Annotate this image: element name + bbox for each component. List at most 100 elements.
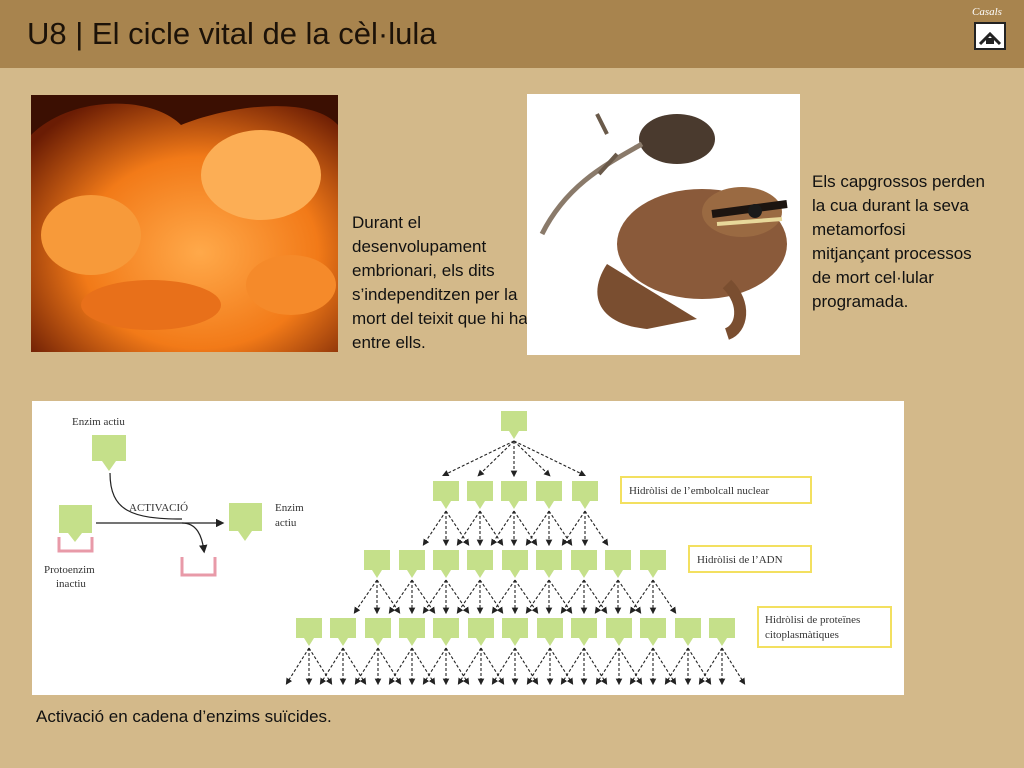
- enzyme-shape: [571, 550, 597, 578]
- label-box-proteins: [757, 606, 892, 648]
- cascade-arrow: [411, 647, 436, 685]
- cascade-arrow: [422, 579, 447, 614]
- cascade-arrow: [594, 579, 619, 614]
- cascade-arrow: [353, 579, 378, 614]
- cascade-arrow: [442, 440, 515, 477]
- cascade-arrow: [422, 647, 447, 685]
- cascade-arrow: [342, 647, 367, 685]
- enzyme-shape: [537, 618, 563, 646]
- enzyme-shape: [502, 550, 528, 578]
- enzyme-shape: [502, 618, 528, 646]
- cascade-pyramid: [285, 411, 746, 686]
- enzyme-shape: [640, 550, 666, 578]
- enzyme-shape: [675, 618, 701, 646]
- embryo-hand-photo: [31, 95, 338, 352]
- active-enzyme-shape: [92, 435, 126, 471]
- cascade-arrow: [308, 647, 333, 685]
- cascade-arrow: [354, 647, 379, 685]
- enzyme-shape: [536, 481, 562, 509]
- enzyme-shape: [501, 481, 527, 509]
- cascade-arrow: [445, 579, 470, 614]
- cascade-arrow: [319, 647, 344, 685]
- cascade-arrow: [595, 647, 620, 685]
- brand-logo-text: Casals: [972, 6, 1002, 18]
- activated-enzyme-shape: [229, 503, 262, 541]
- cascade-arrow: [525, 579, 550, 614]
- enzyme-right-label-line2: actiu: [275, 517, 297, 529]
- active-enzyme-label: Enzim actiu: [72, 416, 125, 428]
- cascade-arrow: [514, 647, 539, 685]
- cascade-arrow: [491, 647, 516, 685]
- cascade-arrow: [549, 647, 574, 685]
- cascade-arrow: [457, 647, 482, 685]
- proenzyme-shape: [59, 505, 92, 542]
- cascade-arrow: [491, 579, 516, 614]
- cascade-arrow: [629, 579, 654, 614]
- bottom-caption: Activació en cadena d’enzims suïcides.: [36, 707, 332, 726]
- page-title: U8 | El cicle vital de la cèl·lula: [27, 16, 437, 51]
- enzyme-shape: [709, 618, 735, 646]
- enzyme-shape: [330, 618, 356, 646]
- cascade-arrow: [388, 647, 413, 685]
- cascade-arrow: [560, 579, 585, 614]
- enzyme-shape: [399, 550, 425, 578]
- cascade-arrow: [479, 510, 504, 546]
- cascade-arrow: [422, 510, 447, 546]
- enzyme-shape: [433, 618, 459, 646]
- enzyme-shape: [399, 618, 425, 646]
- enzyme-shape: [571, 618, 597, 646]
- cascade-arrow: [548, 579, 573, 614]
- frog-tadpole-photo: [527, 94, 800, 355]
- cascade-arrow: [617, 579, 642, 614]
- cascade-arrow: [411, 579, 436, 614]
- cascade-arrow: [377, 647, 402, 685]
- enzyme-shape: [605, 550, 631, 578]
- proenzyme-base-shape: [57, 537, 94, 553]
- cascade-arrow: [477, 440, 515, 477]
- enzyme-shape: [296, 618, 322, 646]
- cascade-arrow: [721, 647, 746, 685]
- enzyme-shape: [364, 550, 390, 578]
- cascade-arrow: [561, 510, 586, 546]
- cascade-arrow: [285, 647, 310, 685]
- cascade-arrow: [652, 579, 677, 614]
- enzyme-shape: [467, 481, 493, 509]
- cascade-arrow: [456, 510, 481, 546]
- cascade-arrow: [618, 647, 643, 685]
- cascade-arrow: [652, 647, 677, 685]
- cascade-arrow: [525, 510, 550, 546]
- enzyme-shape: [433, 481, 459, 509]
- label-proteins-line1: Hidròlisi de proteïnes: [765, 614, 860, 626]
- cascade-arrow: [687, 647, 712, 685]
- label-dna: Hidròlisi de l’ADN: [697, 554, 783, 566]
- home-icon[interactable]: [974, 22, 1006, 50]
- embryo-caption: Durant el desenvolupament embrionari, el…: [352, 213, 528, 352]
- enzyme-cascade-diagram: Enzim actiu ACTIVACIÓ Protoenzim inactiu…: [32, 401, 904, 695]
- cascade-arrow: [490, 510, 515, 546]
- cascade-arrow: [629, 647, 654, 685]
- enzyme-shape: [572, 481, 598, 509]
- proenzyme-label-line2: inactiu: [56, 578, 86, 590]
- label-nuclear-envelope: Hidròlisi de l’embolcall nuclear: [629, 485, 770, 497]
- cascade-arrow: [583, 647, 608, 685]
- enzyme-right-label-line1: Enzim: [275, 502, 304, 514]
- cascade-arrow: [526, 647, 551, 685]
- cascade-arrow: [583, 579, 608, 614]
- cascade-arrow: [548, 510, 573, 546]
- label-proteins-line2: citoplasmàtiques: [765, 629, 839, 641]
- label-box-dna: [688, 545, 812, 573]
- cascade-arrow: [513, 510, 538, 546]
- cascade-arrow: [376, 579, 401, 614]
- cascade-arrow: [513, 440, 551, 477]
- enzyme-shape: [365, 618, 391, 646]
- cascade-arrow: [388, 579, 413, 614]
- cascade-arrow: [480, 647, 505, 685]
- slide-header: U8 | El cicle vital de la cèl·lula Casal…: [0, 0, 1024, 68]
- proenzyme-label-line1: Protoenzim: [44, 564, 95, 576]
- cascade-arrow: [445, 647, 470, 685]
- cascade-arrow: [445, 510, 470, 546]
- label-box-nuclear: [620, 476, 812, 504]
- enzyme-shape: [536, 550, 562, 578]
- enzyme-shape: [640, 618, 666, 646]
- released-fragment-shape: [180, 557, 217, 577]
